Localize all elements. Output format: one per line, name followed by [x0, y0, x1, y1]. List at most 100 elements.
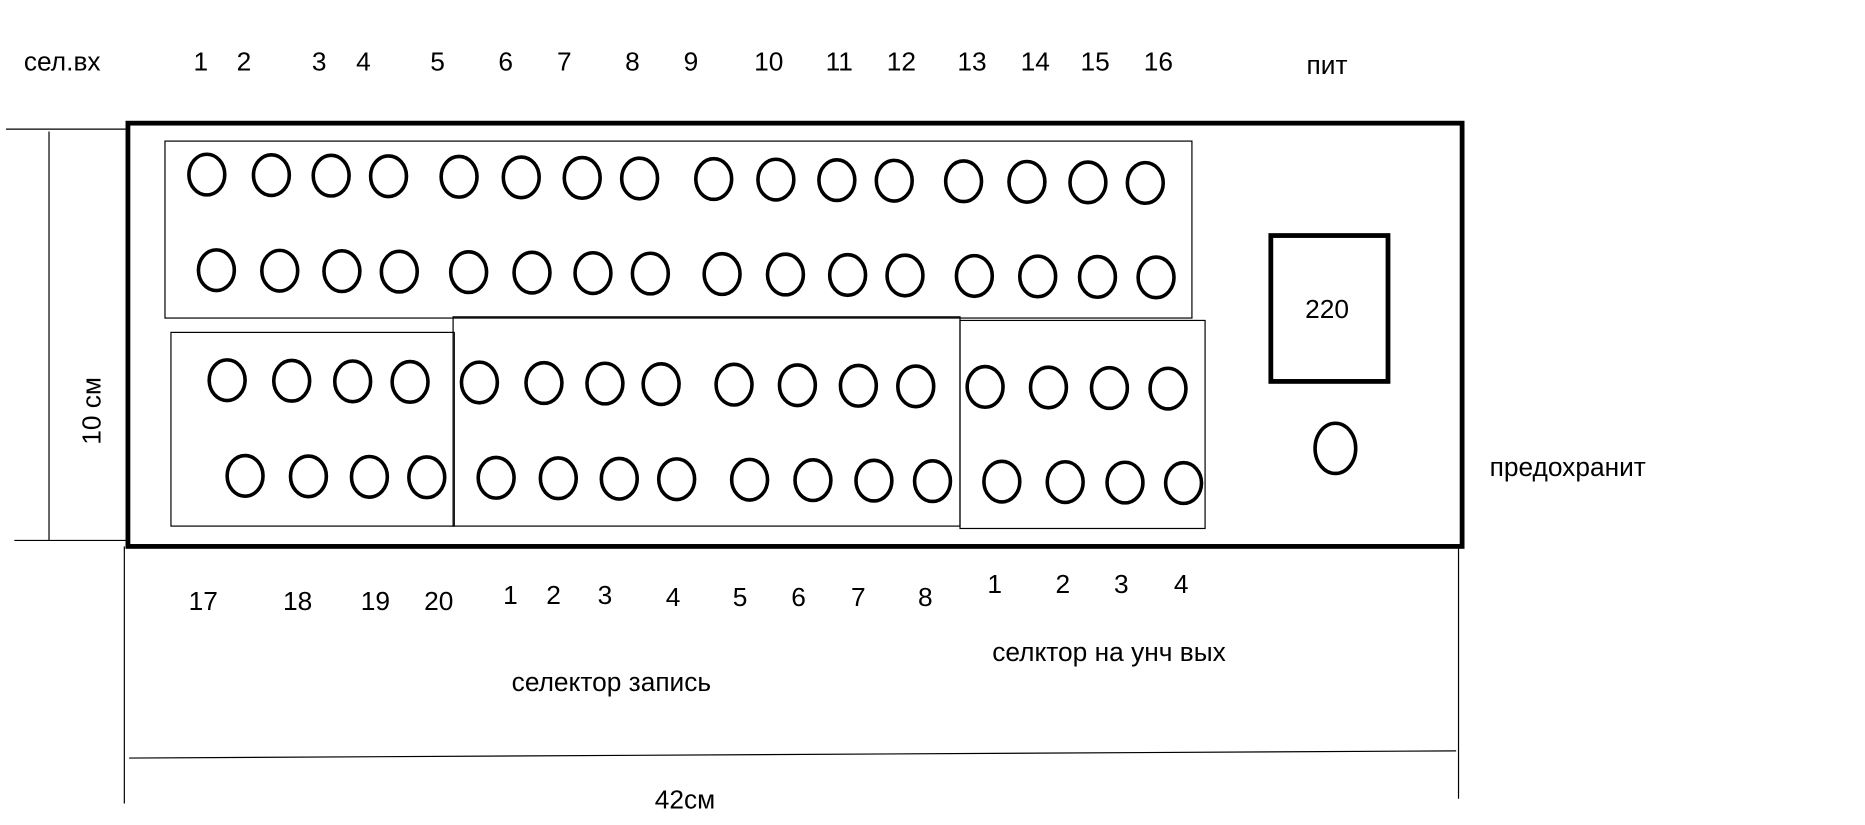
- jack-socket-icon: [1068, 160, 1108, 205]
- jack-socket-icon: [512, 250, 552, 295]
- jack-socket-icon: [1089, 365, 1130, 411]
- jack-socket-icon: [1017, 254, 1058, 299]
- record-selector-label: селектор запись: [512, 667, 711, 697]
- jack-socket-icon: [693, 156, 734, 202]
- jack-socket-icon: [187, 152, 227, 197]
- jack-socket-icon: [1045, 459, 1085, 505]
- jack-socket-icon: [619, 156, 660, 201]
- jack-number-label: 3: [598, 580, 613, 610]
- jack-socket-icon: [448, 250, 489, 295]
- jack-number-label: 12: [887, 47, 916, 77]
- jack-socket-icon: [954, 253, 995, 299]
- jack-socket-icon: [476, 455, 516, 500]
- jack-number-label: 20: [424, 586, 453, 616]
- power-label: пит: [1307, 50, 1348, 80]
- jack-number-label: 2: [1055, 569, 1070, 599]
- jack-socket-icon: [729, 457, 770, 502]
- power-socket-box: [1268, 233, 1391, 384]
- jack-socket-icon: [756, 157, 796, 202]
- jack-socket-icon: [1163, 460, 1204, 506]
- jack-socket-icon: [1007, 159, 1047, 204]
- jack-socket-icon: [912, 459, 953, 504]
- jack-socket-icon: [599, 456, 640, 501]
- jack-socket-icon: [1136, 255, 1176, 300]
- jack-number-label: 4: [666, 582, 681, 612]
- jack-socket-icon: [838, 363, 879, 408]
- panel-outline: [125, 120, 1465, 549]
- jack-number-label: 2: [546, 580, 561, 610]
- jack-number-label: 8: [918, 582, 933, 612]
- jack-number-label: 8: [625, 47, 640, 77]
- jack-number-label: 3: [1114, 569, 1129, 599]
- input-selector-section-cont: [170, 331, 455, 527]
- jack-socket-icon: [538, 456, 579, 501]
- power-voltage-label: 220: [1305, 294, 1349, 324]
- jack-number-label: 1: [194, 47, 209, 77]
- jack-number-label: 1: [987, 569, 1002, 599]
- jack-number-label: 19: [361, 586, 390, 616]
- jack-socket-icon: [1125, 160, 1166, 206]
- jack-socket-icon: [225, 453, 265, 498]
- jack-socket-icon: [874, 158, 914, 203]
- jack-number-label: 6: [791, 582, 806, 612]
- jack-socket-icon: [311, 153, 351, 198]
- jack-socket-icon: [196, 248, 237, 293]
- jack-socket-icon: [459, 360, 500, 405]
- jack-number-label: 15: [1080, 47, 1109, 77]
- jack-socket-icon: [368, 154, 409, 199]
- jack-number-label: 13: [957, 47, 986, 77]
- jack-number-label: 3: [312, 47, 327, 77]
- jack-number-label: 11: [826, 47, 853, 77]
- jack-socket-icon: [407, 455, 447, 500]
- jack-number-label: 14: [1021, 47, 1050, 77]
- jack-socket-icon: [641, 362, 681, 407]
- jack-socket-icon: [827, 252, 868, 298]
- jack-number-label: 4: [1174, 569, 1189, 599]
- jack-socket-icon: [714, 362, 754, 407]
- jack-socket-icon: [260, 248, 300, 293]
- jack-number-label: 5: [430, 47, 445, 77]
- jack-socket-icon: [390, 359, 430, 405]
- jack-number-label: 4: [356, 47, 371, 77]
- jack-socket-icon: [251, 153, 292, 198]
- jack-number-label: 6: [498, 47, 513, 77]
- amp-selector-label: селктор на унч вых: [992, 637, 1226, 667]
- jack-number-label: 9: [684, 47, 699, 77]
- jack-socket-icon: [379, 249, 420, 294]
- jack-grid: [187, 152, 1204, 506]
- jack-socket-icon: [1077, 254, 1118, 300]
- jack-number-label: 10: [754, 47, 783, 77]
- jack-number-label: 1: [503, 580, 518, 610]
- jack-socket-icon: [1028, 365, 1069, 410]
- jack-socket-icon: [349, 454, 390, 499]
- jack-socket-icon: [982, 459, 1022, 504]
- jack-socket-icon: [332, 359, 373, 404]
- jack-socket-icon: [1148, 366, 1188, 411]
- jack-number-label: 18: [283, 586, 312, 616]
- jack-number-label: 17: [189, 586, 218, 616]
- jack-socket-icon: [777, 363, 818, 408]
- jack-socket-icon: [207, 358, 247, 403]
- jack-socket-icon: [896, 364, 936, 409]
- jack-socket-icon: [885, 253, 925, 298]
- jack-socket-icon: [943, 159, 984, 204]
- jack-socket-icon: [817, 158, 857, 203]
- jack-socket-icon: [656, 457, 697, 502]
- amp-selector-section: [959, 319, 1206, 530]
- record-selector-section: [452, 316, 961, 527]
- jack-number-label: 7: [557, 47, 572, 77]
- jack-number-label: 2: [237, 47, 252, 77]
- jack-socket-icon: [630, 251, 671, 296]
- jack-socket-icon: [765, 252, 806, 297]
- fuse-holder-icon: [1313, 421, 1358, 476]
- input-selector-label: сел.вх: [24, 47, 101, 77]
- jack-socket-icon: [439, 154, 479, 199]
- jack-socket-icon: [793, 458, 833, 503]
- jack-socket-icon: [702, 251, 742, 297]
- width-dimension-label: 42см: [655, 784, 715, 814]
- jack-socket-icon: [501, 155, 541, 200]
- jack-socket-icon: [524, 360, 564, 406]
- jack-number-label: 7: [851, 582, 866, 612]
